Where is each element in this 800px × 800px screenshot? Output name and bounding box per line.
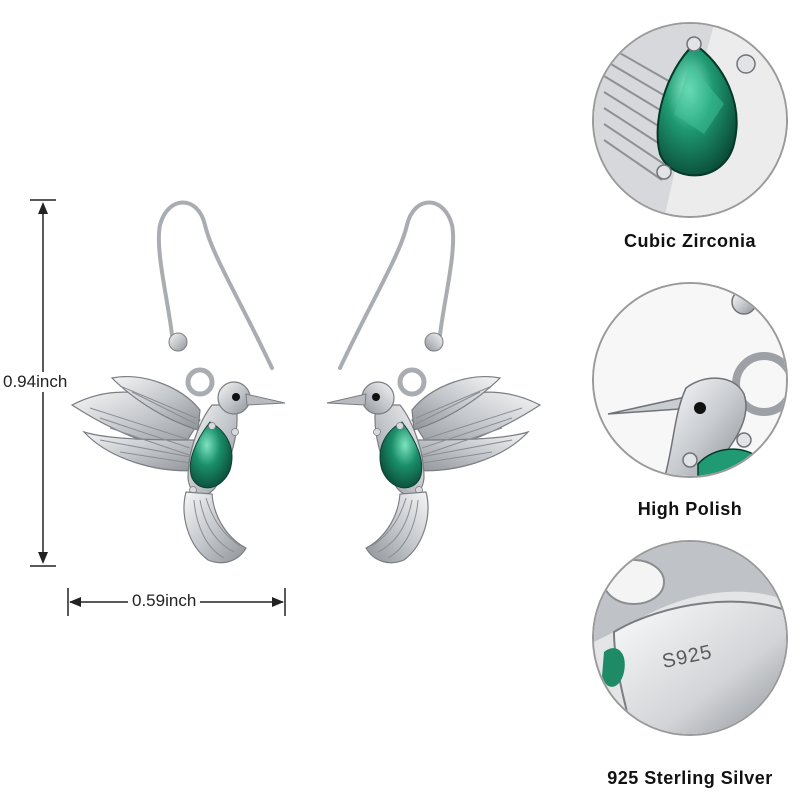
feature-label-sterling-silver: 925 Sterling Silver <box>607 768 773 788</box>
width-label: 0.59inch <box>128 591 201 611</box>
polish-closeup <box>592 282 788 478</box>
stamp-closeup: S925 <box>592 540 788 736</box>
right-hummingbird-earring <box>327 203 540 563</box>
feature-label-high-polish: High Polish <box>637 499 743 519</box>
height-label: 0.94inch <box>3 372 68 392</box>
polish-closeup-image <box>594 284 786 476</box>
gem-closeup-image <box>594 24 786 216</box>
left-hummingbird-earring <box>72 203 285 563</box>
gem-closeup <box>592 22 788 218</box>
stamp-closeup-image <box>594 542 786 734</box>
feature-label-cubic-zirconia: Cubic Zirconia <box>623 231 756 251</box>
